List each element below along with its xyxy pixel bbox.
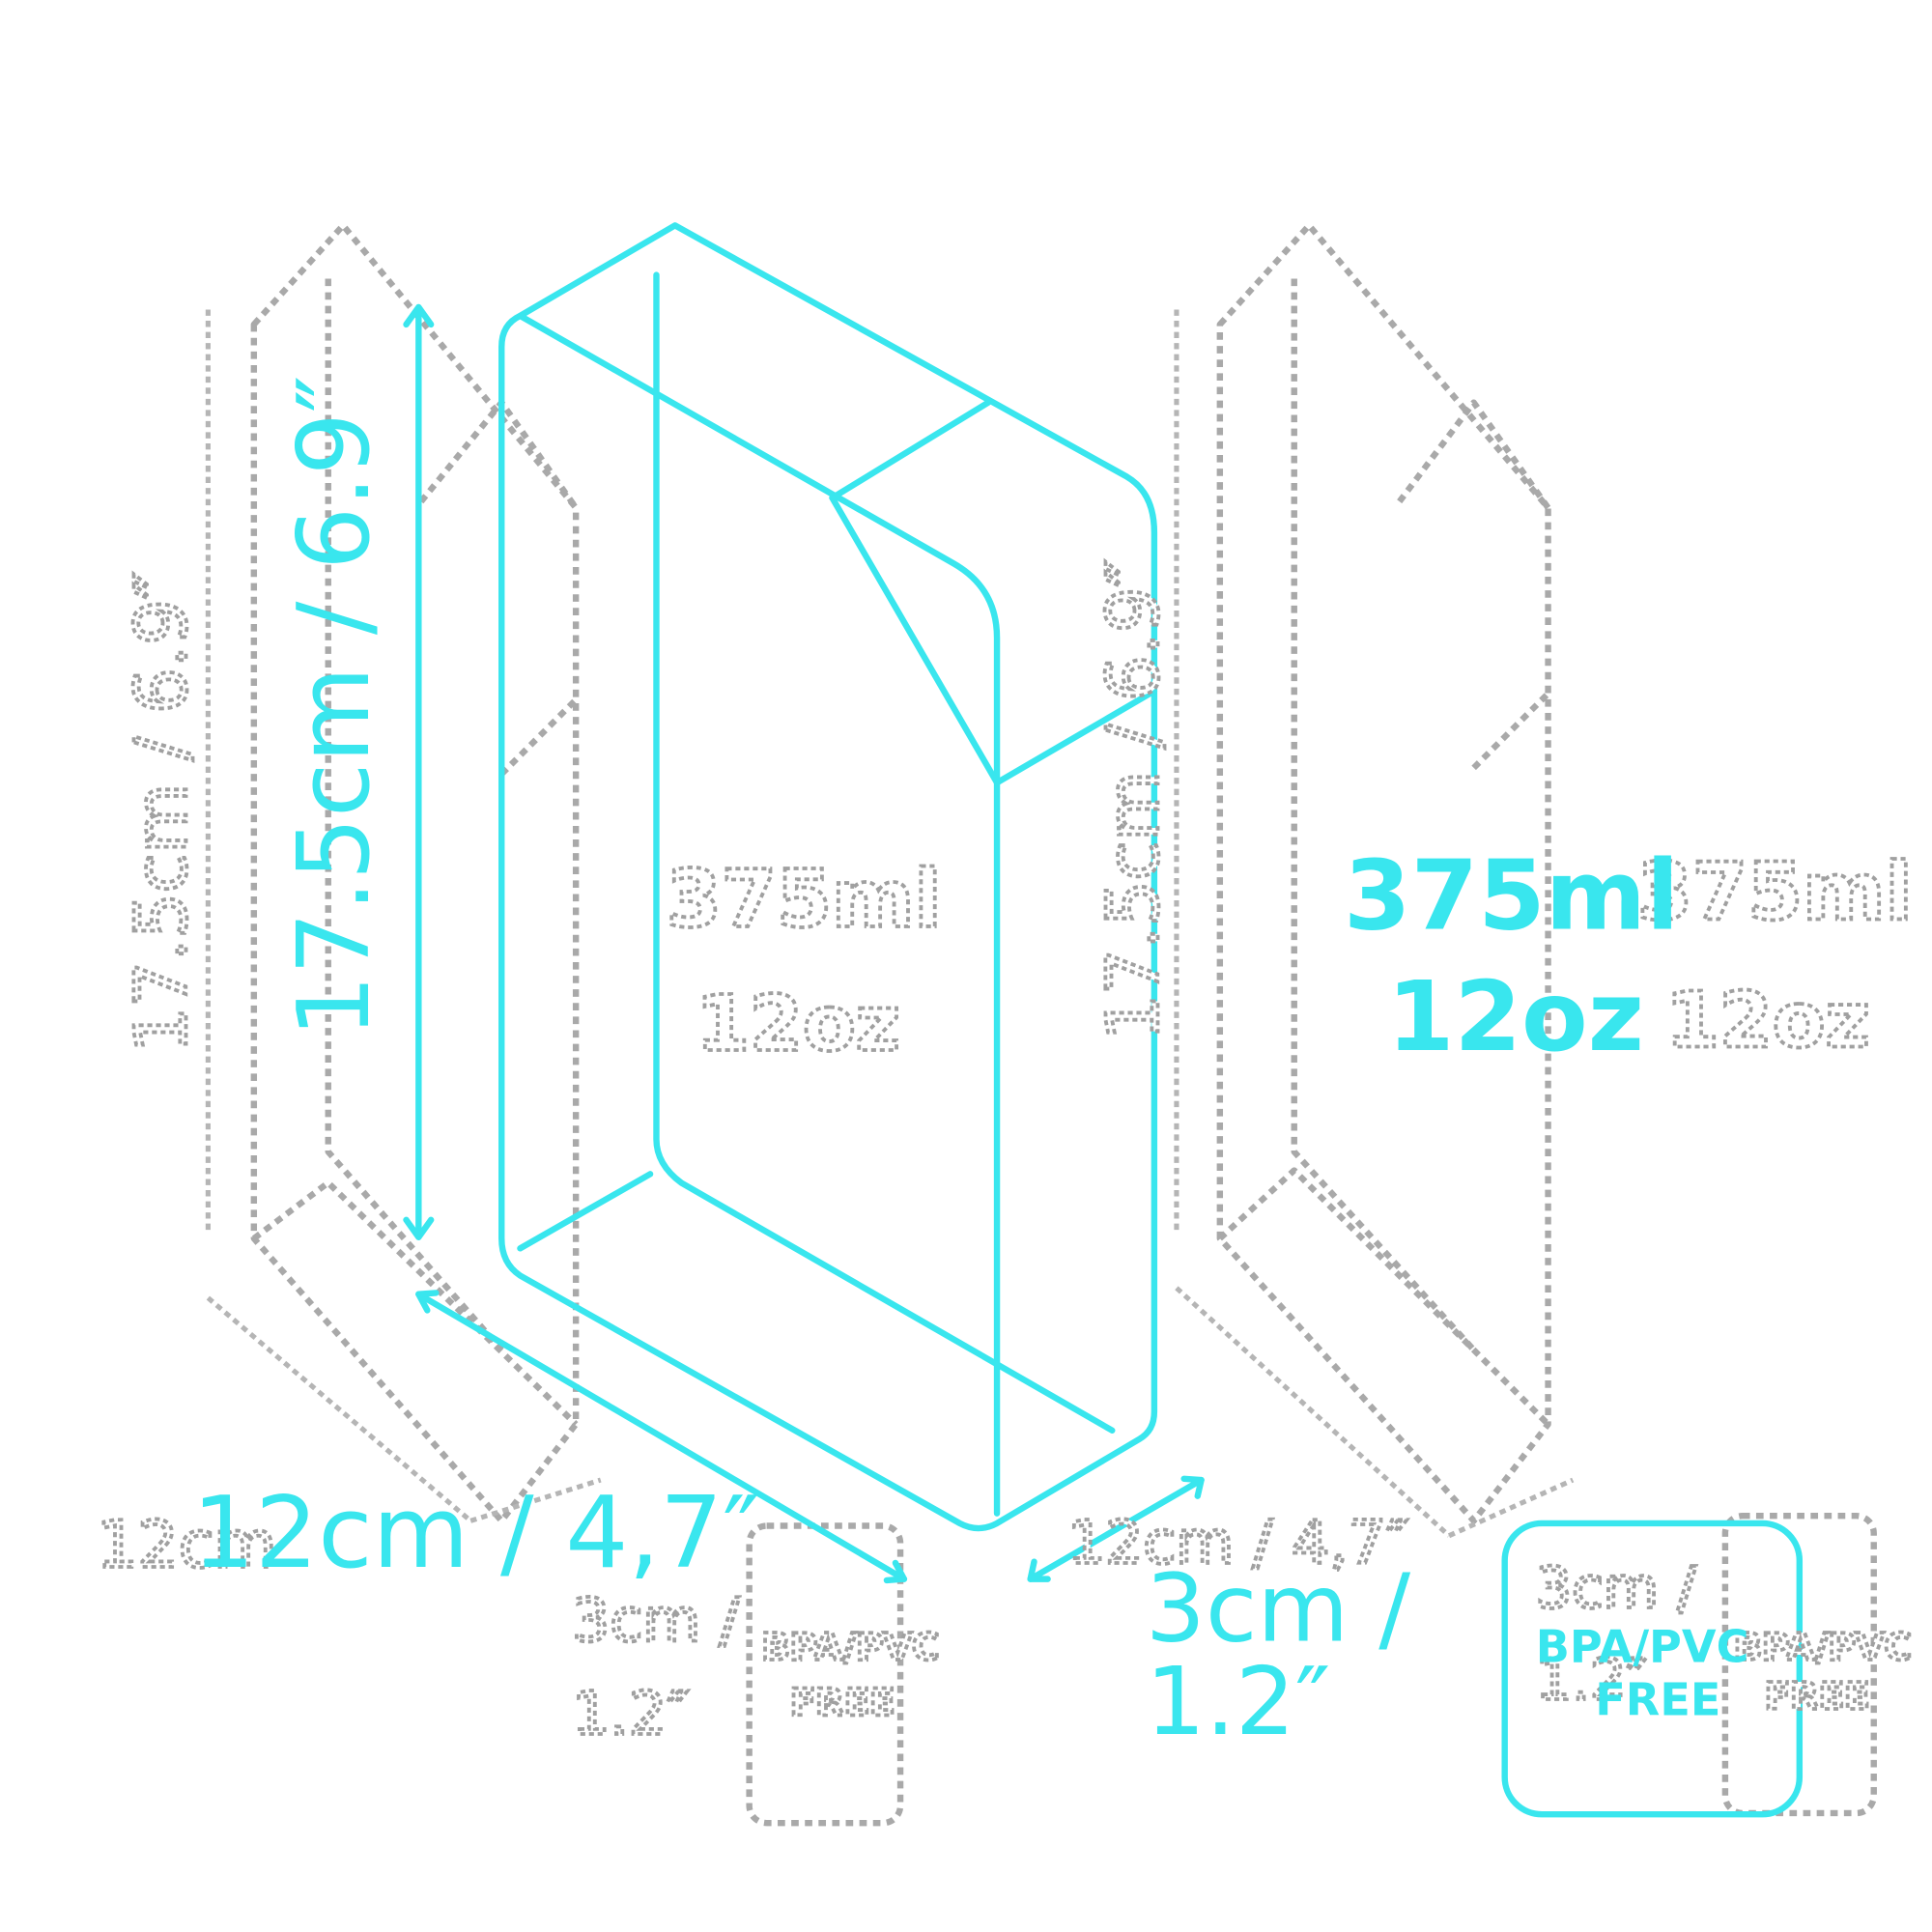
ghost-width-label-left: 12cm xyxy=(97,1507,276,1582)
ghost-outline-left xyxy=(205,222,602,1524)
badge-text-line1: BPA/PVC xyxy=(1536,1621,1749,1673)
ghost-depth-label-right2-1: 3cm / xyxy=(1536,1554,1696,1621)
ghost-volume-oz-right: 12oz xyxy=(1665,975,1869,1065)
ghost-height-label-left: 17.5cm / 6.9″ xyxy=(119,573,203,1053)
bpa-free-badge xyxy=(1501,1520,1804,1818)
ghost-height-label-middle: 17.5cm / 6.9″ xyxy=(1092,560,1176,1040)
ghost-badge-left-1: BPA/PVC xyxy=(761,1626,939,1669)
volume-oz-label: 12oz xyxy=(1387,960,1644,1073)
ghost-can-icon-left xyxy=(746,1522,904,1827)
ghost-volume-ml-right: 375ml xyxy=(1637,846,1913,938)
ghost-badge-right-2: FREE xyxy=(1765,1675,1869,1719)
volume-ml-label: 375ml xyxy=(1344,839,1679,952)
ghost-can-icon-right xyxy=(1721,1513,1877,1817)
badge-text-line2: FREE xyxy=(1595,1674,1720,1726)
width-label: 12cm / 4,7″ xyxy=(192,1476,760,1591)
height-arrow xyxy=(403,303,435,1240)
ghost-badge-right-1: BPA/PVC xyxy=(1734,1626,1912,1669)
depth-label-line2: 1.2″ xyxy=(1146,1647,1330,1756)
ghost-depth-label-right: 12cm / 4,7″ xyxy=(1067,1508,1408,1577)
flask-outline xyxy=(498,222,1158,1532)
depth-label-line1: 3cm / xyxy=(1146,1554,1410,1663)
ghost-depth-label-small-1: 3cm / xyxy=(572,1586,739,1656)
depth-arrow xyxy=(1027,1475,1205,1582)
width-arrow xyxy=(415,1290,908,1584)
ghost-volume-oz-center: 12oz xyxy=(696,979,900,1068)
ghost-depth-label-right2-2: 1.2″ xyxy=(1536,1646,1648,1713)
ghost-volume-ml-center: 375ml xyxy=(667,854,942,946)
height-label: 17.5cm / 6.9″ xyxy=(277,376,392,1038)
ghost-badge-left-2: FREE xyxy=(790,1682,895,1725)
ghost-outline-right xyxy=(1174,222,1575,1539)
ghost-depth-label-small-2: 1.2″ xyxy=(572,1679,689,1748)
